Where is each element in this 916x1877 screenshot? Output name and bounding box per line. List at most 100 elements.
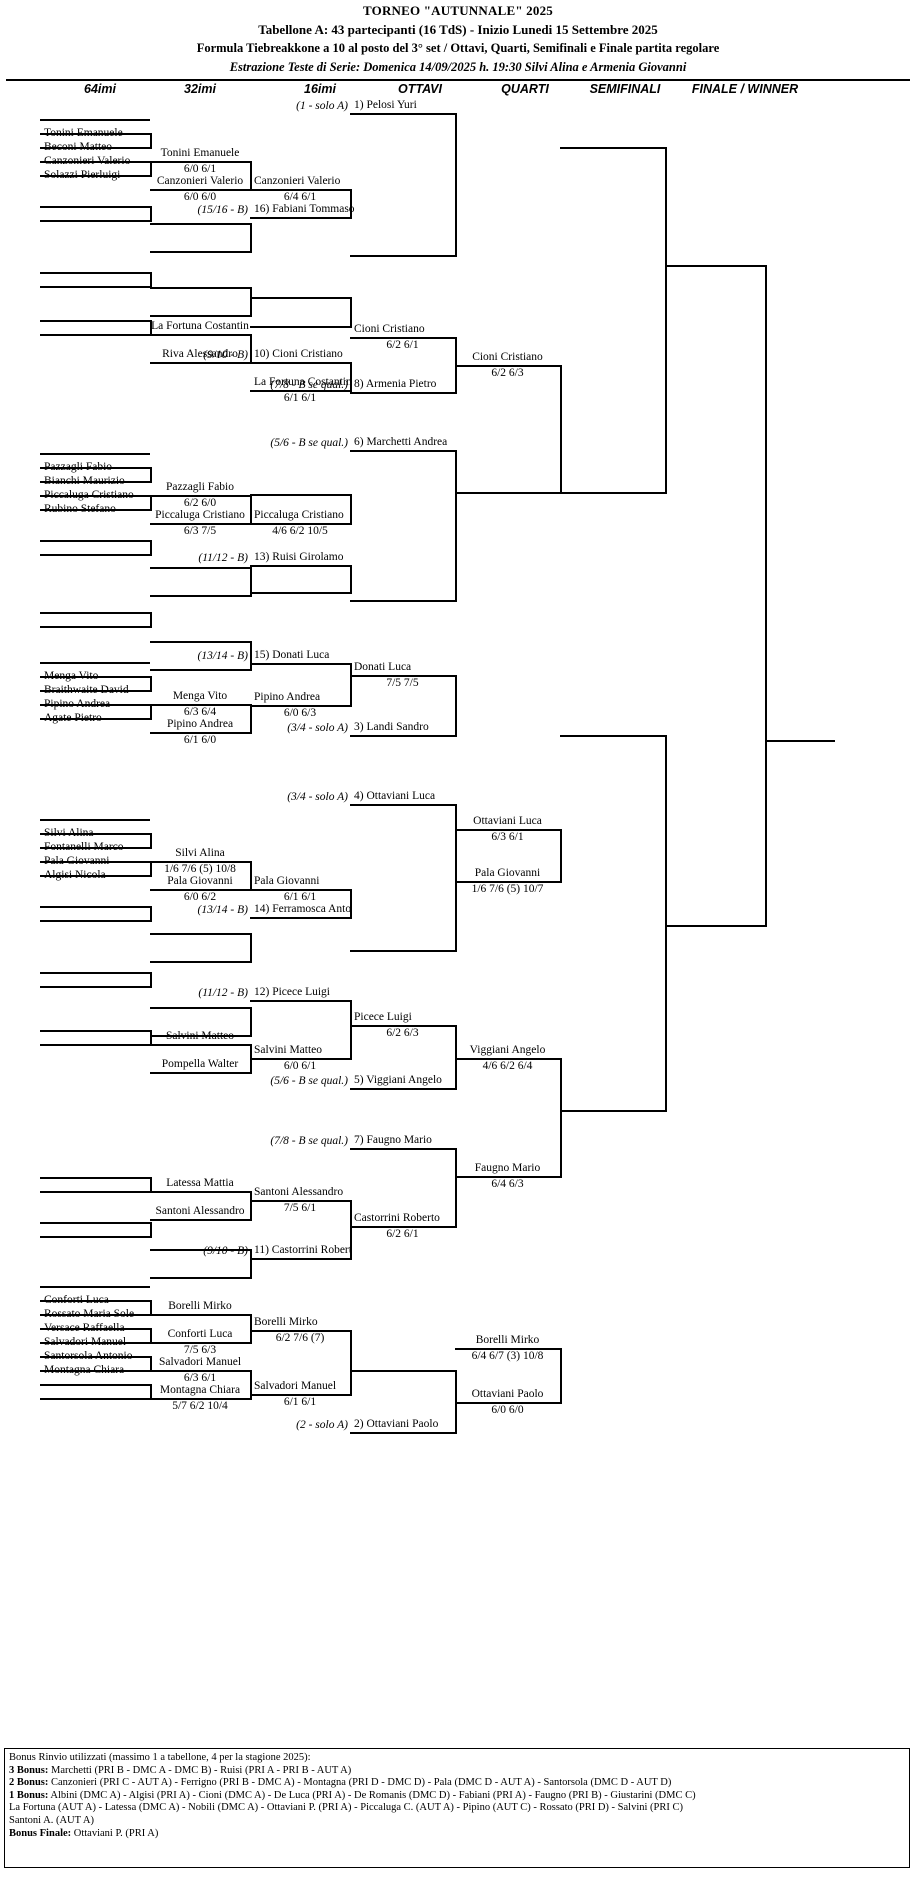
r32-match-score: 6/3 7/5 bbox=[183, 525, 217, 537]
quarti-player-name: Borelli Mirko bbox=[475, 1334, 540, 1346]
r64-slot-line bbox=[40, 626, 150, 628]
finale-slot-line bbox=[665, 265, 765, 267]
r32-connector bbox=[250, 933, 252, 963]
ottavi-slot-line bbox=[350, 804, 455, 806]
bonus-line: La Fortuna (AUT A) - Latessa (DMC A) - N… bbox=[9, 1802, 905, 1815]
quarti-match-score: 1/6 7/6 (5) 10/7 bbox=[471, 883, 544, 895]
r32-player-name: Pipino Andrea bbox=[166, 718, 234, 730]
bonus-line: 3 Bonus: Marchetti (PRI B - DMC A - DMC … bbox=[9, 1765, 905, 1778]
r64-player-name: Pipino Andrea bbox=[44, 698, 111, 710]
r64-slot-line bbox=[40, 875, 150, 877]
ottavi-match-score: 7/5 7/5 bbox=[386, 677, 419, 689]
r64-slot-line bbox=[40, 833, 150, 835]
r32-slot-line bbox=[150, 669, 250, 671]
ottavi-slot-line bbox=[350, 735, 455, 737]
r64-connector bbox=[150, 676, 152, 692]
ottavi-slot-line bbox=[350, 450, 455, 452]
ottavi-connector bbox=[455, 113, 457, 257]
r32-player-name: Pazzagli Fabio bbox=[165, 481, 235, 493]
r32-slot-line bbox=[150, 641, 250, 643]
r32-connector bbox=[250, 861, 252, 891]
r64-player-name: Beconi Matteo bbox=[44, 141, 113, 153]
quarti-connector bbox=[560, 829, 562, 883]
r32-slot-line bbox=[150, 1249, 250, 1251]
r32-slot-line bbox=[150, 961, 250, 963]
r32-slot-line bbox=[150, 1277, 250, 1279]
ottavi-seed-tag: (3/4 - solo A) bbox=[287, 722, 348, 734]
r16-connector bbox=[350, 663, 352, 707]
r32-connector bbox=[250, 704, 252, 734]
column-header-16imi: 16imi bbox=[304, 82, 336, 96]
tournament-title: TORNEO "AUTUNNALE" 2025 bbox=[363, 3, 553, 18]
r64-connector bbox=[150, 1300, 152, 1316]
r64-connector bbox=[150, 1328, 152, 1344]
r32-player-name: Montagna Chiara bbox=[159, 1384, 241, 1396]
r16-player-name: 12) Picece Luigi bbox=[254, 986, 331, 998]
bonus-line-text: La Fortuna (AUT A) - Latessa (DMC A) - N… bbox=[9, 1802, 683, 1814]
r32-player-name: Santoni Alessandro bbox=[155, 1205, 245, 1217]
r64-connector bbox=[150, 1356, 152, 1372]
quarti-player-name: Viggiani Angelo bbox=[469, 1044, 546, 1056]
r64-slot-line bbox=[40, 220, 150, 222]
r64-slot-line bbox=[40, 986, 150, 988]
tournament-subtitle: Tabellone A: 43 partecipanti (16 TdS) - … bbox=[258, 22, 658, 37]
r64-connector bbox=[150, 467, 152, 483]
r64-slot-line bbox=[40, 1191, 150, 1193]
ottavi-seed-tag: (1 - solo A) bbox=[296, 100, 348, 112]
r32-slot-line bbox=[150, 315, 250, 317]
r64-slot-line bbox=[40, 1342, 150, 1344]
bonus-line: 1 Bonus: Albini (DMC A) - Algisi (PRI A)… bbox=[9, 1790, 905, 1803]
r16-connector bbox=[350, 297, 352, 328]
ottavi-player-name: 2) Ottaviani Paolo bbox=[354, 1418, 439, 1430]
r16-slot-line bbox=[250, 1330, 350, 1332]
r32-player-name: Piccaluga Cristiano bbox=[155, 509, 245, 521]
semifinali-connector bbox=[665, 735, 667, 1112]
ottavi-slot-line bbox=[350, 1025, 455, 1027]
bonus-line-label: 1 Bonus: bbox=[9, 1789, 49, 1801]
r32-slot-line bbox=[150, 161, 250, 163]
r32-player-name: Salvadori Manuel bbox=[158, 1356, 242, 1368]
quarti-slot-line bbox=[455, 881, 560, 883]
r64-slot-line bbox=[40, 206, 150, 208]
r64-connector bbox=[150, 861, 152, 877]
r64-slot-line bbox=[40, 718, 150, 720]
quarti-player-name: Ottaviani Luca bbox=[473, 815, 542, 827]
r64-slot-line bbox=[40, 1044, 150, 1046]
column-header-quarti: QUARTI bbox=[501, 82, 549, 96]
r64-connector bbox=[150, 906, 152, 922]
r32-match-score: 6/0 6/1 bbox=[183, 163, 217, 175]
r16-slot-line bbox=[250, 1000, 350, 1002]
r32-connector bbox=[250, 161, 252, 191]
r64-slot-line-top bbox=[40, 119, 150, 121]
r16-match-score: 6/2 7/6 (7) bbox=[275, 1332, 325, 1344]
r64-slot-line bbox=[40, 920, 150, 922]
ottavi-seed-tag: (7/8 - B se qual.) bbox=[270, 1135, 348, 1147]
r64-connector bbox=[150, 133, 152, 149]
quarti-connector bbox=[560, 365, 562, 494]
ottavi-slot-line bbox=[350, 1432, 455, 1434]
r32-slot-line bbox=[150, 189, 250, 191]
r64-connector bbox=[150, 161, 152, 177]
r32-slot-line bbox=[150, 704, 250, 706]
r16-slot-line bbox=[250, 1258, 350, 1260]
r16-player-name: Salvini Matteo bbox=[254, 1044, 323, 1056]
r16-player-name: 10) Cioni Cristiano bbox=[254, 348, 343, 360]
r16-connector bbox=[350, 1330, 352, 1396]
semifinali-connector bbox=[665, 147, 667, 494]
r64-connector bbox=[150, 206, 152, 222]
bonus-line-text: Ottaviani P. (PRI A) bbox=[71, 1827, 159, 1839]
r16-player-name: Pala Giovanni bbox=[254, 875, 320, 887]
r64-slot-line bbox=[40, 1314, 150, 1316]
r16-match-score: 4/6 6/2 10/5 bbox=[272, 525, 328, 537]
r64-player-name: Fontanelli Marco bbox=[44, 841, 124, 853]
r64-slot-line bbox=[40, 676, 150, 678]
r64-slot-line bbox=[40, 1300, 150, 1302]
r32-match-score: 6/2 6/0 bbox=[183, 497, 217, 509]
r32-slot-line bbox=[150, 223, 250, 225]
r32-slot-line bbox=[150, 732, 250, 734]
r64-connector bbox=[150, 272, 152, 288]
r16-connector bbox=[350, 362, 352, 392]
ottavi-seed-tag: (5/6 - B se qual.) bbox=[270, 437, 348, 449]
r32-slot-line bbox=[150, 861, 250, 863]
r64-player-name: Conforti Luca bbox=[44, 1294, 109, 1306]
